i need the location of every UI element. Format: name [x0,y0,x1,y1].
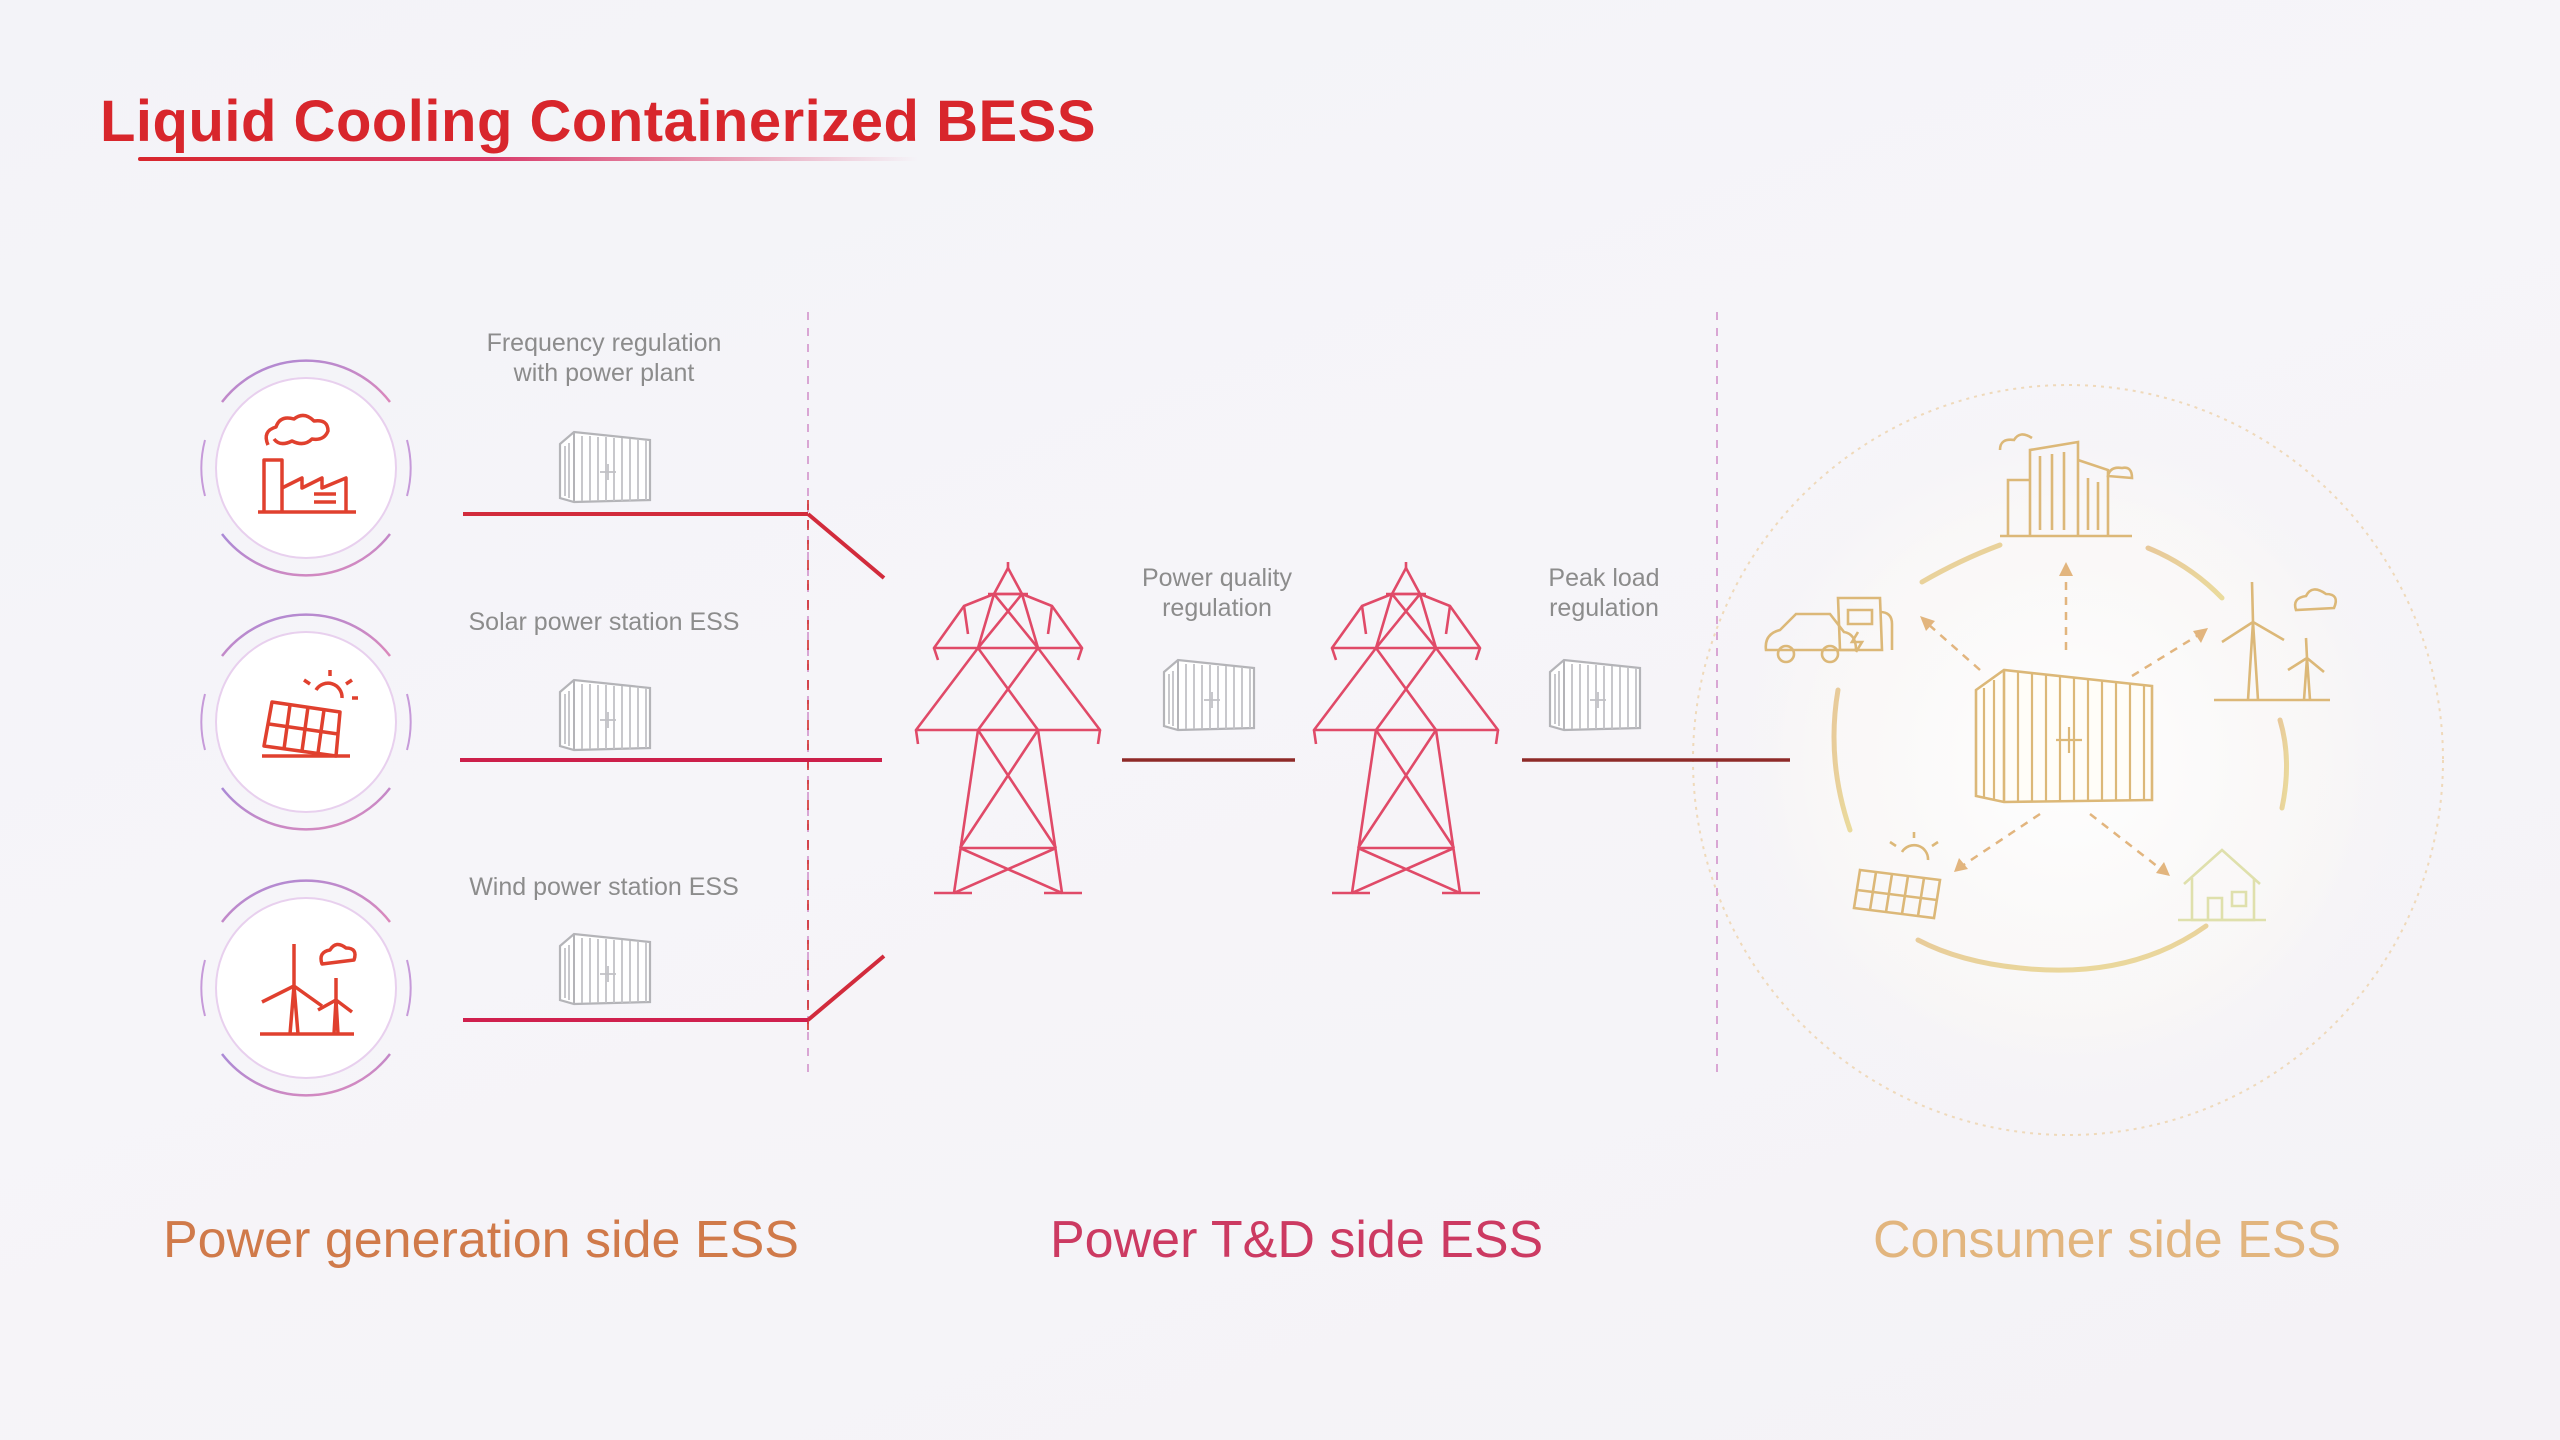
section-title-consumer: Consumer side ESS [1873,1211,2342,1269]
section-title-td: Power T&D side ESS [1050,1211,1544,1269]
building-icon [1998,433,2134,538]
feed-diag-3 [806,954,886,1022]
ev-charger-icon [1764,596,1894,664]
label-peak-load-regulation: Peak load regulation [1548,564,1660,622]
wind-turbine-icon [2214,581,2338,702]
factory-icon [258,413,356,514]
container-icon [558,932,652,1006]
arrow-heads [1920,562,2208,876]
title-underline [138,157,918,161]
label-frequency-regulation: Frequency regulation with power plant [486,329,722,387]
container-icon [558,678,652,752]
house-icon [2178,848,2266,922]
section-title-generation: Power generation side ESS [163,1211,799,1269]
container-icon [1548,658,1642,732]
solar-panel-icon [1852,832,1942,920]
consumer-ring [1831,542,2289,973]
label-wind-power-station: Wind power station ESS [469,873,739,901]
container-icon [558,430,652,504]
page-title: Liquid Cooling Containerized BESS [100,89,1097,154]
wind-turbine-icon [260,942,357,1036]
solar-panel-icon [262,670,358,758]
label-solar-power-station: Solar power station ESS [468,608,740,636]
label-power-quality-regulation: Power quality regulation [1141,564,1293,622]
container-icon [1974,668,2154,804]
solar-panel-icon-badge [200,613,412,831]
consumer-arrows [1927,572,2201,871]
container-icon [1162,658,1256,732]
wind-turbine-icon-badge [200,879,412,1097]
feed-diag-1 [806,512,886,580]
factory-icon-badge [200,359,412,577]
